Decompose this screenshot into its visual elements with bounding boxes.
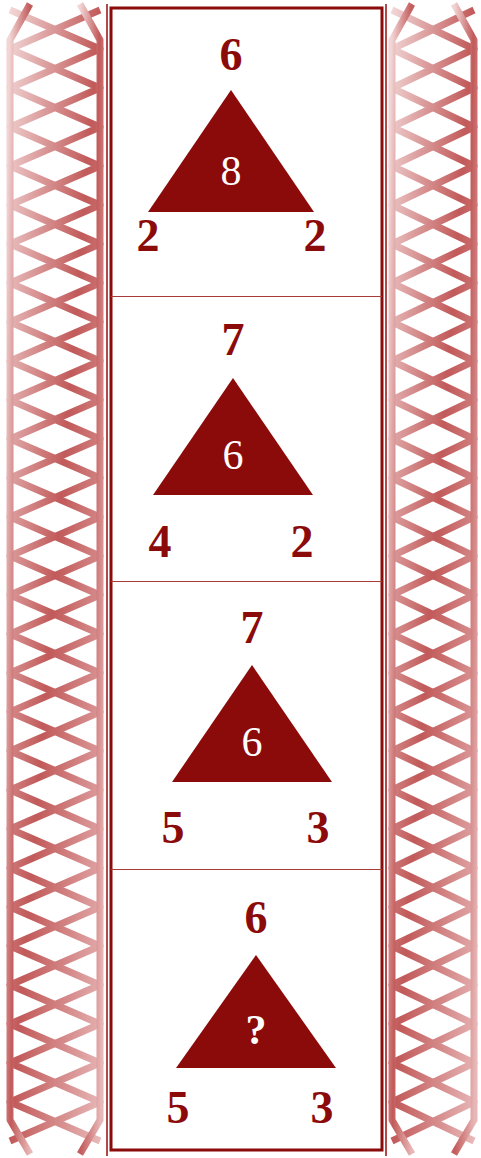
- puzzle-panel: 7 5 3 6: [111, 582, 382, 870]
- triangle-shape: 8: [148, 90, 314, 212]
- triangle-shape: 6: [153, 378, 313, 495]
- puzzle-panel: 6 5 3?: [111, 870, 382, 1150]
- corner-number: 7: [222, 317, 245, 363]
- corner-number: 6: [245, 895, 268, 941]
- puzzle-panel: 6 2 2 8: [111, 8, 382, 297]
- corner-number: 3: [307, 805, 330, 851]
- corner-number: 5: [167, 1085, 190, 1131]
- center-number: 6: [242, 721, 263, 763]
- corner-number: 4: [149, 519, 172, 565]
- corner-number: 2: [291, 519, 314, 565]
- corner-number: 5: [162, 805, 185, 851]
- triangle-shape: 6: [172, 665, 332, 782]
- corner-number: 2: [304, 213, 327, 259]
- center-number: ?: [246, 1009, 267, 1051]
- corner-number: 6: [220, 32, 243, 78]
- puzzle-panel: 7 4 2 6: [111, 297, 382, 582]
- corner-number: 2: [137, 213, 160, 259]
- corner-number: 7: [241, 605, 264, 651]
- center-number: 8: [221, 150, 242, 192]
- corner-number: 3: [311, 1085, 334, 1131]
- triangle-shape: ?: [176, 955, 336, 1068]
- center-number: 6: [223, 434, 244, 476]
